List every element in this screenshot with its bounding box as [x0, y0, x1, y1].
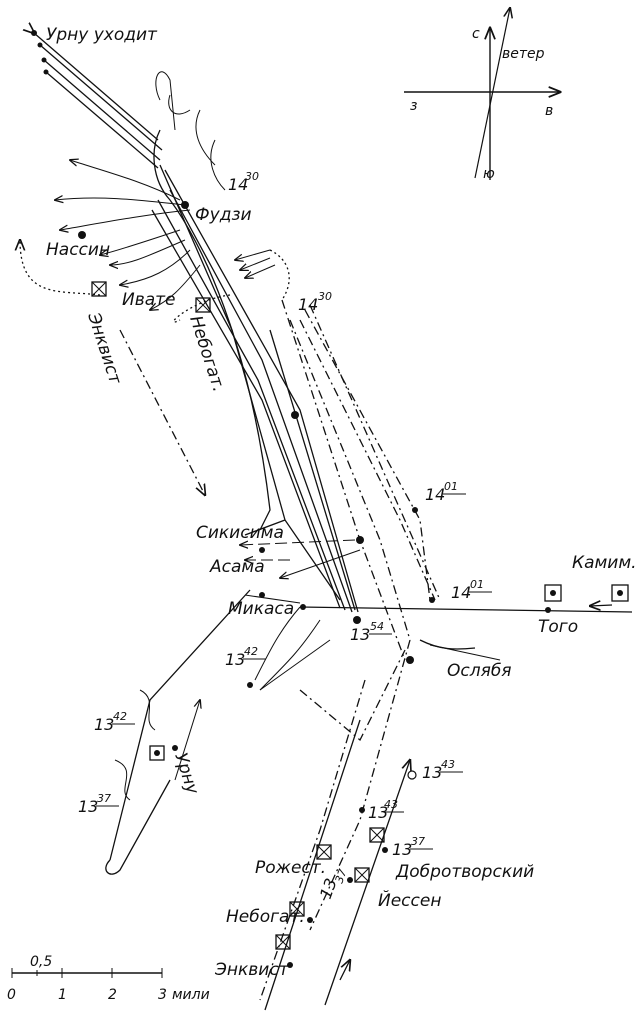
compass-north: с	[472, 26, 480, 42]
scale-tick-0: 0	[7, 987, 16, 1003]
svg-text:43: 43	[441, 758, 455, 771]
japanese-turn-arrows	[55, 71, 276, 310]
time-1343-right: 13 43	[422, 758, 463, 782]
svg-text:13: 13	[350, 625, 370, 644]
ship-label-shikishima: Сикисима	[196, 523, 284, 543]
scale-tick-1: 1	[58, 987, 67, 1003]
compass-east: в	[545, 103, 553, 119]
svg-text:14: 14	[425, 485, 445, 504]
time-1337-dobro: 13 37	[392, 835, 433, 859]
label-togo: Того	[538, 617, 578, 637]
ship-label-asama: Асама	[209, 557, 265, 577]
approach-tracks	[264, 605, 613, 1011]
ship-label-mikasa: Микаса	[228, 599, 294, 619]
time-1337-west: 13 37	[78, 792, 119, 816]
japanese-column-tracks	[151, 129, 633, 613]
time-1342-mikasa: 13 42	[225, 645, 266, 669]
ship-label-oslyabya: Ослябя	[447, 661, 512, 681]
ship-label-rozhest: Рожест.	[255, 858, 326, 878]
scale-tick-3: 3	[158, 987, 167, 1003]
ship-label-nissin: Нассин	[46, 240, 110, 260]
label-kamim: Камим.	[572, 553, 637, 573]
scale-bar: 0 0,5 1 2 3 мили	[7, 954, 210, 1003]
ship-label-iwate: Ивате	[122, 290, 176, 310]
svg-text:01: 01	[444, 480, 458, 493]
ship-label-nebogat-top: Небогат.	[185, 313, 228, 394]
time-1401-mid: 14 01	[425, 480, 466, 504]
svg-text:13: 13	[422, 763, 442, 782]
time-1430-fuji: 14 30	[228, 170, 259, 194]
svg-text:43: 43	[384, 798, 398, 811]
svg-text:42: 42	[113, 710, 127, 723]
title-label: Урну уходит	[46, 25, 158, 45]
compass-west: з	[410, 98, 417, 114]
svg-text:01: 01	[470, 578, 484, 591]
ship-label-enkvist-bottom: Энквист	[214, 960, 290, 980]
time-1342-west: 13 42	[94, 710, 135, 734]
ship-label-enkvist-top: Энквист	[83, 309, 125, 387]
ship-boxes	[91, 281, 629, 950]
scale-unit: мили	[172, 987, 210, 1003]
svg-text:37: 37	[411, 835, 425, 848]
svg-text:13: 13	[368, 803, 388, 822]
svg-text:14: 14	[451, 583, 471, 602]
wind-label: ветер	[502, 46, 545, 62]
time-1430-center: 14 30	[298, 290, 332, 314]
ship-markers	[78, 201, 551, 968]
compass-south: ю	[483, 166, 495, 182]
west-ship-path	[105, 589, 251, 875]
svg-text:14: 14	[298, 295, 318, 314]
scale-tick-05: 0,5	[30, 954, 52, 970]
svg-text:37: 37	[333, 867, 350, 885]
scale-tick-2: 2	[108, 987, 117, 1003]
ship-label-fuji: Фудзи	[195, 205, 252, 225]
svg-text:13: 13	[225, 650, 245, 669]
ship-label-nebogat-bottom: Небогат.	[226, 907, 305, 927]
svg-text:30: 30	[318, 290, 332, 303]
svg-text:13: 13	[78, 797, 98, 816]
ship-label-jessen: Йессен	[378, 889, 441, 911]
time-1401-east: 14 01	[451, 578, 492, 602]
svg-text:14: 14	[228, 175, 248, 194]
time-1343-lower: 13 43	[368, 798, 404, 822]
compass: с ю в з ветер	[404, 8, 560, 182]
svg-text:42: 42	[244, 645, 258, 658]
ship-label-urnu: Урну	[170, 750, 202, 797]
urnu-retreat-tracks	[31, 30, 163, 169]
ship-label-dobrotvorsky: Добротворский	[395, 862, 534, 882]
svg-text:30: 30	[245, 170, 259, 183]
svg-text:13: 13	[94, 715, 114, 734]
svg-text:37: 37	[97, 792, 111, 805]
time-1354: 13 54	[350, 620, 392, 644]
svg-text:54: 54	[370, 620, 384, 633]
svg-text:13: 13	[392, 840, 412, 859]
